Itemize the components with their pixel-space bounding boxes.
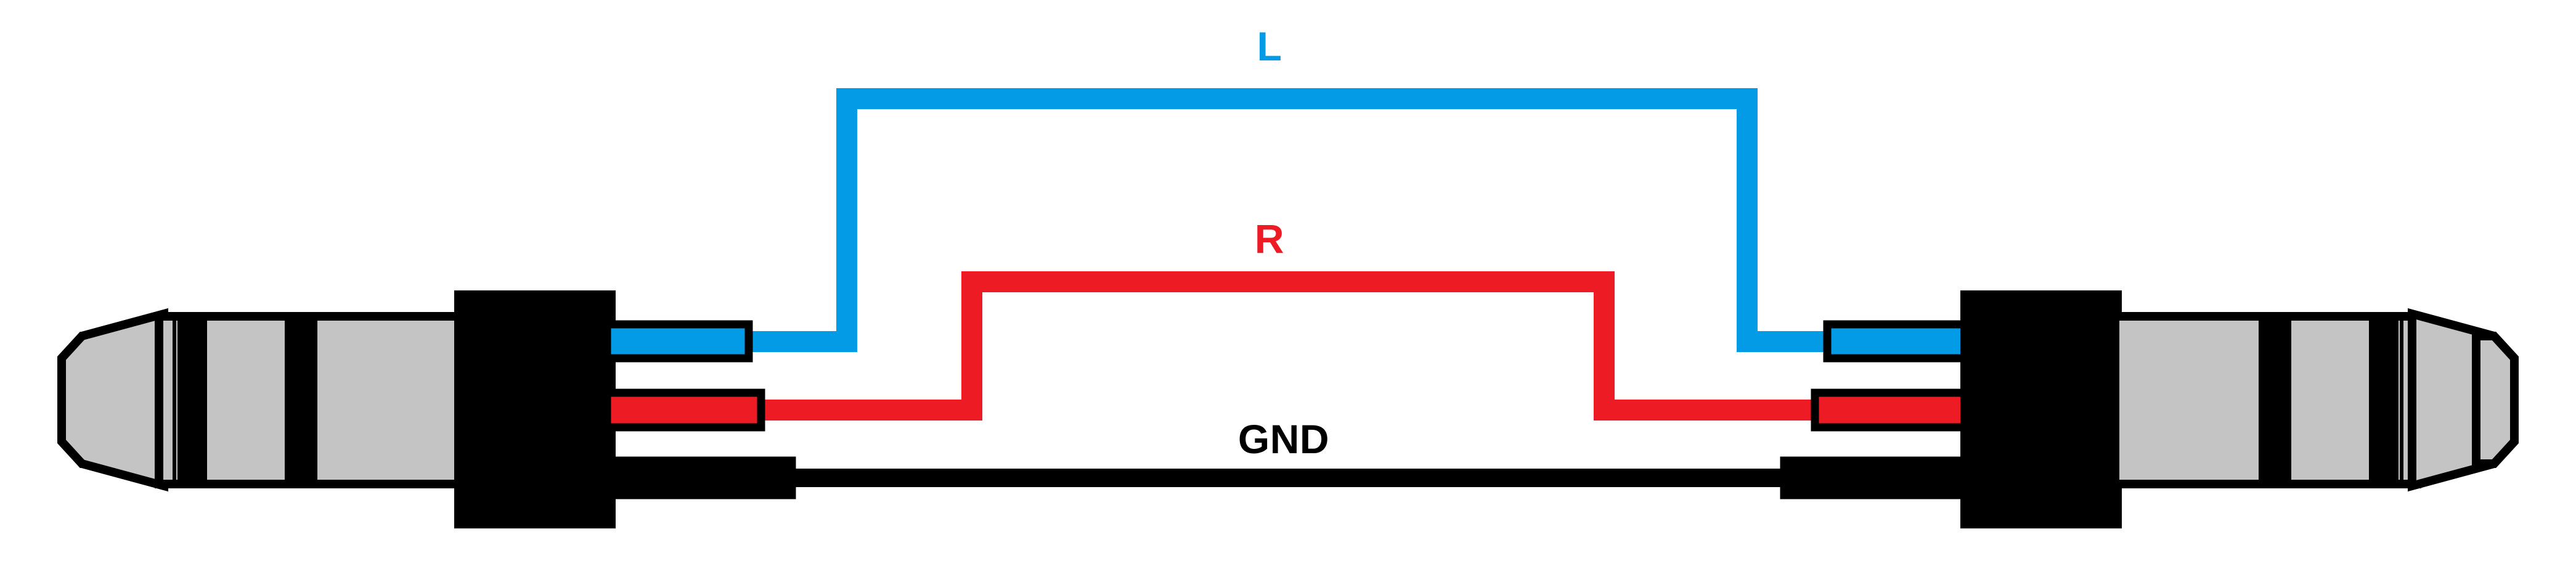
label-left-channel: L	[1257, 23, 1282, 69]
right-plug-band-2	[2369, 321, 2399, 480]
left-terminal-tip	[603, 320, 753, 363]
left-plug-tip-cone	[57, 308, 168, 492]
right-terminal-sleeve	[1780, 456, 1973, 499]
left-terminal-ring	[603, 388, 765, 432]
left-plug-housing	[454, 290, 616, 528]
right-channel-conductor-group	[696, 271, 1880, 421]
label-ground: GND	[1238, 416, 1329, 462]
right-plug-band-1	[2262, 321, 2291, 480]
right-channel-wire	[696, 271, 1880, 421]
right-terminal-ring	[1811, 388, 1973, 432]
left-plug-band-1	[177, 321, 207, 480]
left-channel-wire	[696, 88, 1880, 352]
left-channel-conductor-group	[696, 88, 1880, 352]
left-trs-plug	[57, 290, 796, 528]
right-plug-housing	[1960, 290, 2122, 528]
left-plug-band-2	[285, 321, 314, 480]
right-trs-plug	[1780, 290, 2519, 528]
right-plug-tip	[2472, 332, 2519, 468]
left-terminal-sleeve	[603, 456, 796, 499]
label-right-channel: R	[1255, 216, 1284, 261]
right-terminal-tip	[1823, 320, 1973, 363]
